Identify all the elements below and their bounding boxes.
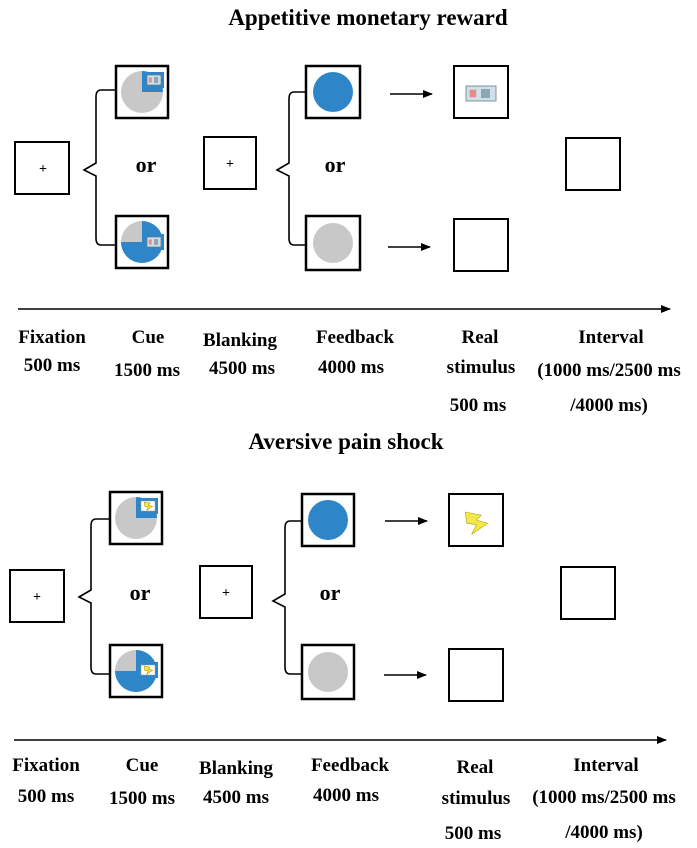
fixation-cross: + — [39, 162, 47, 177]
feedback-screen-win — [304, 64, 362, 120]
banknote-icon — [465, 85, 497, 102]
phase-name: Cue — [126, 755, 159, 776]
branch-bracket — [275, 91, 306, 246]
or-label: or — [320, 580, 341, 605]
phase-name: Real — [462, 327, 499, 348]
phase-name: Blanking — [203, 330, 277, 351]
cue-pie-blue-sector — [115, 650, 157, 692]
blanking-screen — [199, 565, 253, 619]
phase-time: 4000 ms — [313, 785, 379, 806]
feedback-disc-blue — [308, 500, 348, 540]
phase-name: Fixation — [12, 755, 80, 776]
interval-screen — [565, 137, 621, 191]
interval-screen — [560, 566, 616, 620]
feedback-screen-no-shock — [300, 643, 356, 701]
feedback-disc-gray — [308, 652, 348, 692]
phase-name: Cue — [132, 327, 165, 348]
blanking-screen — [203, 136, 257, 190]
feedback-screen-no-win — [304, 214, 362, 272]
fixation-screen — [14, 141, 70, 195]
banknote-icon — [144, 72, 164, 88]
outcome-screen-empty — [448, 648, 504, 702]
phase-time: stimulus — [442, 788, 511, 809]
feedback-disc-blue — [313, 72, 353, 112]
phase-name: Blanking — [199, 758, 273, 779]
outcome-screen-shock — [448, 493, 504, 547]
phase-time: 4500 ms — [209, 358, 275, 379]
branch-bracket — [77, 518, 110, 675]
phase-time: 500 ms — [24, 355, 80, 376]
lightning-icon — [464, 511, 489, 535]
panel-appetitive-reward: Appetitive monetary reward + or + — [14, 5, 681, 416]
or-label: or — [325, 152, 346, 177]
cue-screen-low-probability — [114, 64, 170, 120]
phase-time: 4500 ms — [203, 787, 269, 808]
cue-screen-high-probability — [108, 643, 164, 699]
or-label: or — [130, 580, 151, 605]
panel-title: Appetitive monetary reward — [228, 5, 508, 30]
phase-extra: 500 ms — [450, 395, 506, 416]
cue-screen-low-probability — [108, 490, 164, 546]
phase-time: (1000 ms/2500 ms — [532, 787, 676, 808]
branch-bracket — [82, 89, 115, 246]
lightning-icon — [138, 662, 158, 678]
cue-pie-blue-sector — [121, 221, 163, 263]
phase-time: 4000 ms — [318, 357, 384, 378]
phase-extra: /4000 ms) — [564, 822, 643, 843]
phase-time: 500 ms — [18, 786, 74, 807]
or-label: or — [136, 152, 157, 177]
panel-title: Aversive pain shock — [248, 429, 443, 454]
outcome-screen-reward — [453, 65, 509, 119]
phase-extra: 500 ms — [445, 823, 501, 844]
cue-screen-high-probability — [114, 214, 170, 270]
phase-extra: /4000 ms) — [569, 395, 648, 416]
phase-name: Real — [457, 757, 494, 778]
blanking-cross: + — [226, 157, 234, 172]
branch-bracket — [271, 520, 302, 675]
panel-aversive-shock: Aversive pain shock + or + — [9, 429, 676, 844]
feedback-disc-gray — [313, 223, 353, 263]
phase-name: Interval — [578, 327, 643, 348]
fixation-screen — [9, 569, 65, 623]
phase-time: 1500 ms — [114, 360, 180, 381]
outcome-screen-empty — [453, 218, 509, 272]
fixation-cross: + — [33, 590, 41, 605]
phase-time: (1000 ms/2500 ms — [537, 360, 681, 381]
phase-time: stimulus — [447, 357, 516, 378]
phase-name: Feedback — [311, 755, 390, 776]
phase-name: Interval — [573, 755, 638, 776]
phase-name: Feedback — [316, 327, 395, 348]
phase-name: Fixation — [18, 327, 86, 348]
phase-labels: Fixation 500 ms Cue 1500 ms Blanking 450… — [18, 327, 681, 416]
phase-labels: Fixation 500 ms Cue 1500 ms Blanking 450… — [12, 755, 676, 844]
phase-time: 1500 ms — [109, 788, 175, 809]
blanking-cross: + — [222, 586, 230, 601]
feedback-screen-shock — [300, 492, 356, 548]
banknote-icon — [144, 234, 164, 250]
lightning-icon — [138, 498, 158, 514]
